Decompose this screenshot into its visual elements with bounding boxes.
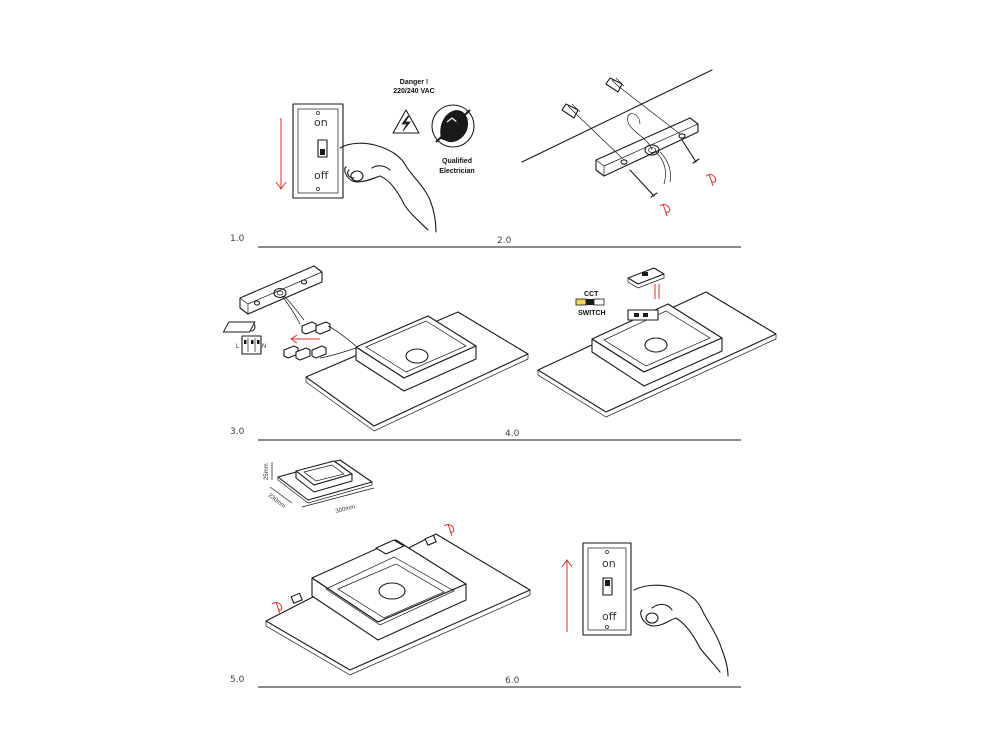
step-1-panel: on off Danger ! 220/240 VAC Qualified El… [275,79,475,233]
switch-on-label: on [314,116,328,129]
width-dimension: 300mm [335,504,356,515]
step-3-panel: L N [222,265,529,432]
screw-right [681,139,700,164]
qualified-electrician-icon [431,104,475,148]
svg-text:N: N [262,344,266,350]
step-5-panel: 25mm 230mm 300mm [264,459,531,676]
badge-line-2: Electrician [439,168,474,175]
rotate-screw-indicator [659,173,717,217]
wall-switch-plate: on off [292,103,344,199]
step-number-1: 1.0 [230,234,245,244]
step-number-4: 4.0 [505,429,520,439]
wall-plug-right [605,77,681,135]
led-panel [537,291,777,418]
step-4-panel: CCT SWITCH [537,267,777,418]
screw-left [629,169,658,198]
height-dimension: 25mm [264,463,270,480]
switch-on-arrow [561,559,573,632]
step-number-5: 5.0 [230,675,245,685]
wall-switch-plate: on off [582,542,632,636]
cover-arrow [654,284,660,299]
fixing-screw-left [271,592,303,615]
switch-off-label: off [602,610,617,623]
switch-off-arrow [275,118,287,190]
cct-switch-icon [575,298,605,306]
wire-connectors [283,321,357,361]
switch-cover [627,267,665,289]
step-number-3: 3.0 [230,427,245,437]
hand-illustration [339,142,437,233]
mounting-bracket [595,117,699,177]
led-panel [265,533,531,676]
mounting-bracket [239,265,323,315]
ceiling-line [521,69,713,163]
svg-text:L: L [236,344,240,350]
hand-illustration [633,584,729,677]
high-voltage-warning-icon [392,109,420,134]
step-number-6: 6.0 [505,676,520,686]
cct-label: CCT [584,291,599,298]
dimension-drawing [269,459,375,508]
voltage-label: 220/240 VAC [393,88,435,95]
danger-title: Danger ! [400,79,428,86]
wall-plug-left [561,103,623,159]
step-6-panel: on off [561,542,729,677]
connect-arrow [290,334,320,344]
switch-off-label: off [314,169,329,182]
supply-wire [627,113,653,151]
switch-on-label: on [602,557,616,570]
badge-line-1: Qualified [442,158,472,165]
depth-dimension: 230mm [267,493,286,510]
fixing-screw-right [424,523,455,546]
step-dividers [258,246,741,688]
led-panel [222,311,529,432]
switch-label: SWITCH [578,310,606,317]
step-2-panel [521,69,717,217]
step-number-2: 2.0 [497,236,512,246]
